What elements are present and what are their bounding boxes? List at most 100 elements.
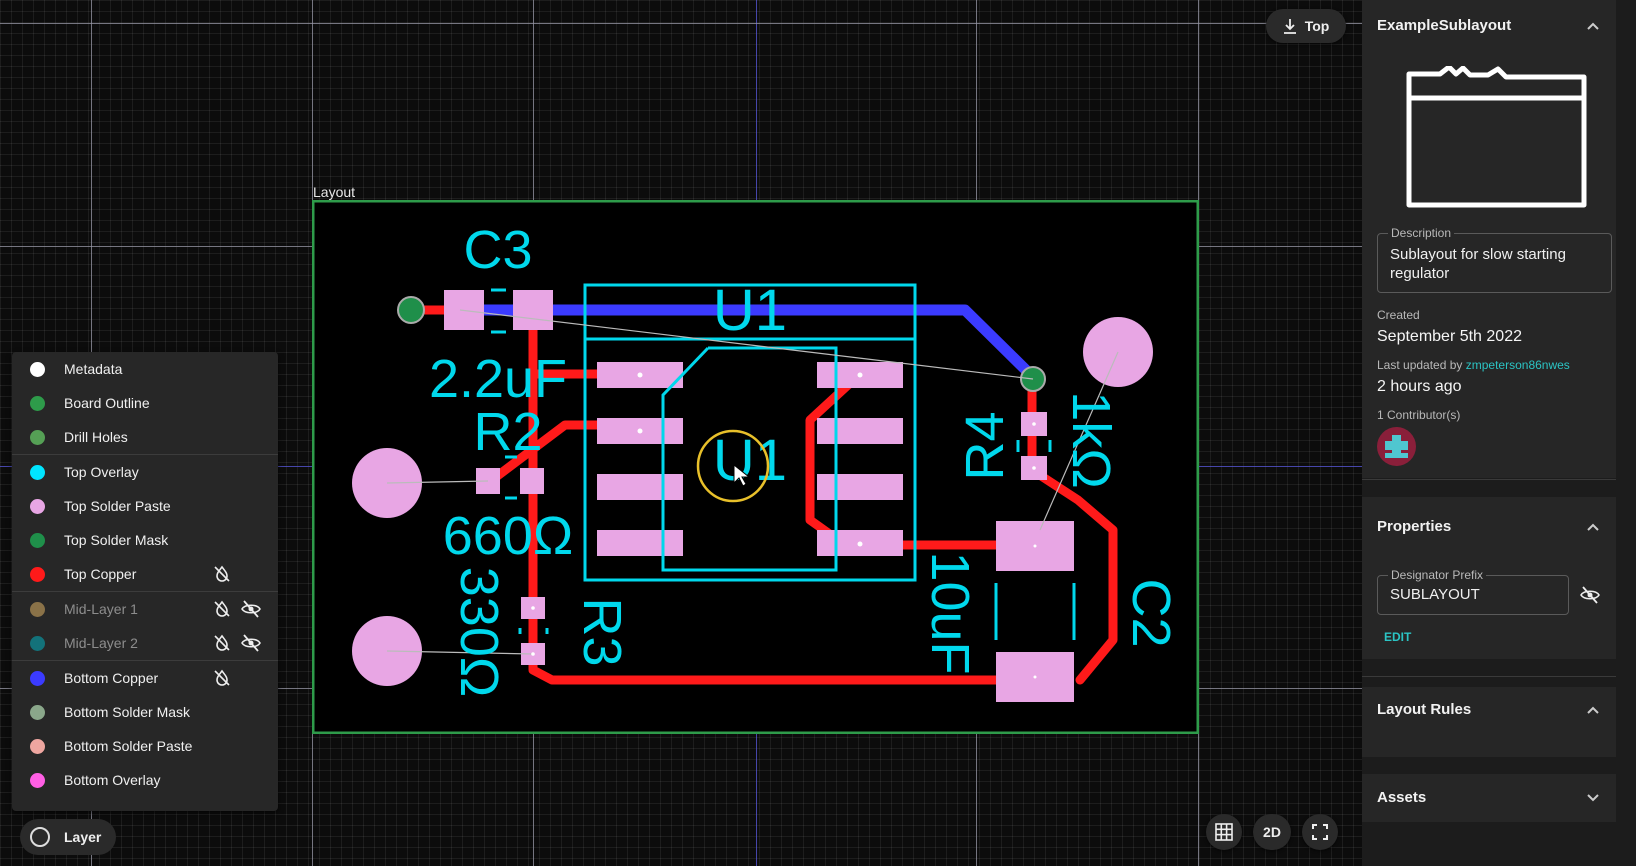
view-mode-button[interactable]: 2D (1253, 814, 1291, 850)
value-r2: 660Ω (443, 506, 573, 566)
properties-card: Properties Designator Prefix SUBLAYOUT E… (1362, 497, 1616, 659)
layers-panel: Metadata Board Outline Drill Holes Top O… (12, 352, 278, 811)
layer-top-solder-paste[interactable]: Top Solder Paste (12, 489, 278, 523)
component-silkscreen (491, 288, 1076, 640)
pcb-canvas[interactable]: Layout (0, 0, 1362, 866)
chevron-up-icon[interactable] (1586, 19, 1600, 33)
layer-top-overlay[interactable]: Top Overlay (12, 455, 278, 489)
updated-by-label: Last updated by (1377, 358, 1463, 372)
eye-off-icon[interactable] (241, 600, 261, 618)
edit-button[interactable]: EDIT (1384, 630, 1412, 644)
pad-centers (531, 372, 1037, 679)
fullscreen-button[interactable] (1302, 814, 1338, 850)
description-text: Sublayout for slow starting regulator (1390, 246, 1566, 282)
eye-off-icon[interactable] (1580, 586, 1600, 604)
no-route-icon[interactable] (213, 669, 231, 687)
layer-top-solder-mask[interactable]: Top Solder Mask (12, 523, 278, 557)
via (397, 296, 425, 324)
layer-color-dot (30, 395, 45, 411)
layer-name: Bottom Overlay (64, 772, 161, 788)
layer-separator (12, 454, 278, 455)
u1-pads (597, 362, 903, 556)
designator-c2: C2 (1121, 578, 1181, 647)
designator-r3: R3 (572, 597, 632, 666)
description-field[interactable]: Description Sublayout for slow starting … (1377, 226, 1612, 293)
designator-u1-center: U1 (713, 428, 787, 493)
pcb-board[interactable]: C3 2.2uF U1 U1 R2 660Ω R3 330Ω R4 1kΩ C2… (312, 200, 1199, 734)
selection-ring (696, 429, 770, 503)
contributors-count: 1 Contributor(s) (1377, 408, 1461, 422)
view-side-label: Top (1304, 18, 1330, 34)
designator-prefix-label: Designator Prefix (1388, 568, 1487, 582)
avatar[interactable] (1377, 427, 1416, 466)
section-separator (1362, 676, 1616, 677)
avatar-icon (1385, 435, 1408, 458)
layer-color-dot (30, 464, 45, 480)
layer-name: Mid-Layer 2 (64, 635, 138, 651)
layer-bottom-solder-paste[interactable]: Bottom Solder Paste (12, 729, 278, 763)
assets-card[interactable]: Assets (1362, 774, 1616, 822)
layer-color-dot (30, 566, 45, 582)
view-side-button[interactable]: Top (1266, 9, 1346, 43)
layer-mid-layer-1[interactable]: Mid-Layer 1 (12, 592, 278, 626)
c3-pad (513, 290, 553, 330)
designator-prefix-value: SUBLAYOUT (1390, 586, 1480, 603)
mouse-cursor-icon (733, 463, 751, 487)
no-route-icon[interactable] (213, 565, 231, 583)
eye-off-icon[interactable] (241, 634, 261, 652)
layer-color-dot (30, 498, 45, 514)
description-label: Description (1388, 226, 1455, 240)
designator-r4: R4 (955, 411, 1015, 480)
layer-name: Bottom Solder Mask (64, 704, 191, 720)
layer-name: Metadata (64, 361, 123, 377)
layer-name: Top Solder Mask (64, 532, 169, 548)
board-label: Layout (313, 184, 356, 200)
layer-color-dot (30, 532, 45, 548)
layer-color-dot (30, 635, 45, 651)
layer-separator (12, 660, 278, 661)
chevron-up-icon[interactable] (1586, 703, 1600, 717)
sublayout-title: ExampleSublayout (1377, 17, 1512, 34)
value-c2: 10uF (920, 551, 980, 674)
folder-icon (1406, 66, 1587, 208)
properties-title: Properties (1377, 518, 1452, 535)
download-arrow-icon (1283, 19, 1296, 34)
designator-prefix-field[interactable]: Designator Prefix SUBLAYOUT (1377, 568, 1569, 615)
layer-board-outline[interactable]: Board Outline (12, 386, 278, 420)
u1-outline (583, 283, 917, 582)
layer-name: Board Outline (64, 395, 150, 411)
bottom-copper-trace (460, 304, 1036, 380)
layer-color-dot (30, 772, 45, 788)
layer-color-dot (30, 704, 45, 720)
layer-metadata[interactable]: Metadata (12, 352, 278, 386)
layer-top-copper[interactable]: Top Copper (12, 557, 278, 591)
created-label: Created (1377, 308, 1420, 322)
layer-bottom-copper[interactable]: Bottom Copper (12, 661, 278, 695)
grid-toggle-button[interactable] (1206, 814, 1242, 850)
ratsnest-lines (386, 309, 1119, 655)
layer-toggle-button[interactable]: Layer (20, 819, 116, 855)
layer-mid-layer-2[interactable]: Mid-Layer 2 (12, 626, 278, 660)
grid-line (0, 23, 1362, 24)
chevron-down-icon[interactable] (1586, 791, 1600, 805)
layout-rules-card[interactable]: Layout Rules (1362, 687, 1616, 757)
value-r3: 330Ω (449, 567, 509, 697)
sublayout-card: ExampleSublayout Description Sublayout f… (1362, 0, 1616, 478)
layer-color-dot (30, 361, 45, 377)
updated-by-line: Last updated by zmpeterson86nwes (1377, 358, 1570, 372)
chevron-up-icon[interactable] (1586, 520, 1600, 534)
layer-color-dot (30, 601, 45, 617)
layer-name: Mid-Layer 1 (64, 601, 138, 617)
layer-bottom-overlay[interactable]: Bottom Overlay (12, 763, 278, 797)
grid-icon (1215, 823, 1233, 841)
layer-name: Bottom Solder Paste (64, 738, 193, 754)
layer-bottom-solder-mask[interactable]: Bottom Solder Mask (12, 695, 278, 729)
updated-by-user-link[interactable]: zmpeterson86nwes (1465, 358, 1570, 372)
section-separator (1362, 479, 1616, 480)
no-route-icon[interactable] (213, 634, 231, 652)
no-route-icon[interactable] (213, 600, 231, 618)
created-date: September 5th 2022 (1377, 328, 1522, 345)
layer-drill-holes[interactable]: Drill Holes (12, 420, 278, 454)
layer-color-dot (30, 738, 45, 754)
updated-time: 2 hours ago (1377, 378, 1462, 395)
